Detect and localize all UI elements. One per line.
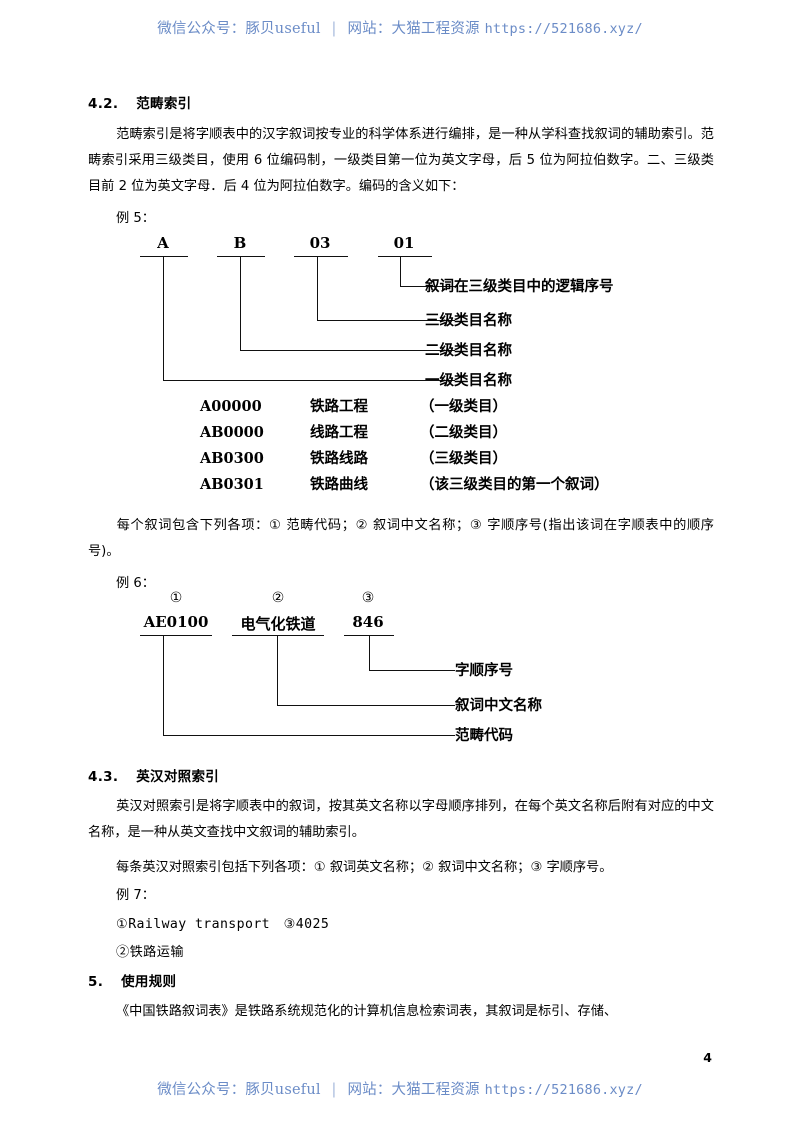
section-4-3-paragraph: 英汉对照索引是将字顺表中的叙词，按其英文名称以字母顺序排列，在每个英文名称后附有… <box>88 794 714 846</box>
diagram5-token-1: A <box>157 234 169 252</box>
diagram5-label-2: 三级类目名称 <box>425 312 512 329</box>
watermark-url: https://521686.xyz/ <box>484 21 643 37</box>
diagram6-label-3: 范畴代码 <box>455 727 513 744</box>
watermark-wechat-label: 微信公众号：豚贝useful <box>157 21 321 37</box>
code-table-name-1: 铁路工程 <box>310 398 368 415</box>
diagram6-leader-v-3 <box>369 635 370 670</box>
example-7-label: 例 7： <box>116 888 155 903</box>
section-number-4-2: 4.2. <box>88 96 119 112</box>
diagram5-leader-v-4 <box>400 256 401 286</box>
section-4-2-note-text: 每个叙词包含下列各项：① 范畴代码；② 叙词中文名称；③ 字顺序号(指出该词在字… <box>88 518 714 559</box>
diagram5-underline-1 <box>140 256 188 257</box>
diagram6-underline-2 <box>232 635 324 636</box>
diagram5-underline-2 <box>217 256 265 257</box>
section-title-4-3: 英汉对照索引 <box>136 769 220 785</box>
watermark-header: 微信公众号：豚贝useful | 网站：大猫工程资源 https://52168… <box>0 17 800 38</box>
diagram5-leader-v-1 <box>163 256 164 380</box>
code-table-code-4: AB0301 <box>200 476 264 493</box>
watermark-footer-separator: | <box>331 1082 337 1098</box>
diagram6-leader-h-3 <box>369 670 455 671</box>
diagram6-leader-v-1 <box>163 635 164 735</box>
diagram6-token-3: 846 <box>352 613 384 631</box>
diagram5-label-1: 叙词在三级类目中的逻辑序号 <box>425 278 614 295</box>
section-5-paragraph-text: 《中国铁路叙词表》是铁路系统规范化的计算机信息检索词表，其叙词是标引、存储、 <box>116 1004 618 1019</box>
watermark-footer-url: https://521686.xyz/ <box>484 1082 643 1098</box>
diagram6-label-1: 字顺序号 <box>455 662 513 679</box>
section-heading-5: 5. 使用规则 <box>88 970 176 990</box>
code-table-code-3: AB0300 <box>200 450 264 467</box>
watermark-separator: | <box>331 21 337 37</box>
diagram5-label-4: 一级类目名称 <box>425 372 512 389</box>
section-heading-4-3: 4.3. 英汉对照索引 <box>88 765 219 785</box>
section-4-3-paragraph-text: 英汉对照索引是将字顺表中的叙词，按其英文名称以字母顺序排列，在每个英文名称后附有… <box>88 799 714 840</box>
diagram5-token-2: B <box>233 234 247 252</box>
code-table-row-1: A00000 铁路工程 （一级类目） <box>200 395 507 416</box>
diagram5-leader-h-3 <box>317 320 455 321</box>
code-table-row-3: AB0300 铁路线路 （三级类目） <box>200 447 507 468</box>
diagram5-leader-h-1 <box>163 380 455 381</box>
section-4-3-note-paragraph: 每条英汉对照索引包括下列各项：① 叙词英文名称；② 叙词中文名称；③ 字顺序号。 <box>88 855 714 881</box>
diagram6-leader-h-2 <box>277 705 455 706</box>
section-title-4-2: 范畴索引 <box>136 96 192 112</box>
diagram6-token-1: AE0100 <box>143 613 209 631</box>
code-table-row-2: AB0000 线路工程 （二级类目） <box>200 421 507 442</box>
example-6-label: 例 6： <box>116 576 155 591</box>
diagram6-token-2: 电气化铁道 <box>240 615 316 633</box>
diagram6-label-2: 叙词中文名称 <box>455 697 542 714</box>
diagram6-circled-1: ① <box>169 590 183 606</box>
diagram6-leader-v-2 <box>277 635 278 705</box>
section-4-2-note-paragraph: 每个叙词包含下列各项：① 范畴代码；② 叙词中文名称；③ 字顺序号(指出该词在字… <box>88 513 714 565</box>
diagram5-label-3: 二级类目名称 <box>425 342 512 359</box>
diagram6-circled-3: ③ <box>361 590 375 606</box>
example-7-line-2: ②铁路运输 <box>116 945 184 960</box>
code-table-note-3: （三级类目） <box>420 450 507 467</box>
code-table-note-1: （一级类目） <box>420 398 507 415</box>
diagram5-leader-h-2 <box>240 350 455 351</box>
diagram5-underline-4 <box>378 256 432 257</box>
section-heading-4-2: 4.2. 范畴索引 <box>88 92 191 112</box>
watermark-footer: 微信公众号：豚贝useful | 网站：大猫工程资源 https://52168… <box>0 1078 800 1099</box>
diagram5-leader-h-4 <box>400 286 455 287</box>
section-4-2-paragraph-text: 范畴索引是将字顺表中的汉字叙词按专业的科学体系进行编排，是一种从学科查找叙词的辅… <box>88 127 714 194</box>
diagram6-circled-2: ② <box>271 590 285 606</box>
code-table-row-4: AB0301 铁路曲线 （该三级类目的第一个叙词） <box>200 473 609 494</box>
diagram6-leader-h-1 <box>163 735 455 736</box>
section-4-3-note-text: 每条英汉对照索引包括下列各项：① 叙词英文名称；② 叙词中文名称；③ 字顺序号。 <box>116 860 613 875</box>
code-table-note-4: （该三级类目的第一个叙词） <box>420 476 609 493</box>
diagram6-underline-1 <box>140 635 212 636</box>
code-table-name-4: 铁路曲线 <box>310 476 368 493</box>
diagram5-token-3: 03 <box>309 234 331 252</box>
section-4-2-paragraph: 范畴索引是将字顺表中的汉字叙词按专业的科学体系进行编排，是一种从学科查找叙词的辅… <box>88 122 714 200</box>
code-table-name-3: 铁路线路 <box>310 450 368 467</box>
page-number: 4 <box>703 1050 712 1065</box>
watermark-site-label: 网站：大猫工程资源 <box>347 21 480 37</box>
diagram5-leader-v-2 <box>240 256 241 350</box>
diagram5-underline-3 <box>294 256 348 257</box>
example-5-label: 例 5： <box>116 211 155 226</box>
section-number-5: 5. <box>88 974 104 990</box>
code-table-code-1: A00000 <box>200 398 262 415</box>
code-table-name-2: 线路工程 <box>310 424 368 441</box>
code-table-code-2: AB0000 <box>200 424 264 441</box>
watermark-footer-wechat-label: 微信公众号：豚贝useful <box>157 1082 321 1098</box>
example-7-line-1: ①Railway transport ③4025 <box>116 917 330 932</box>
diagram5-token-4: 01 <box>393 234 415 252</box>
section-5-paragraph: 《中国铁路叙词表》是铁路系统规范化的计算机信息检索词表，其叙词是标引、存储、 <box>88 999 714 1025</box>
section-number-4-3: 4.3. <box>88 769 119 785</box>
code-table-note-2: （二级类目） <box>420 424 507 441</box>
watermark-footer-site-label: 网站：大猫工程资源 <box>347 1082 480 1098</box>
diagram5-leader-v-3 <box>317 256 318 320</box>
section-title-5: 使用规则 <box>121 974 177 990</box>
